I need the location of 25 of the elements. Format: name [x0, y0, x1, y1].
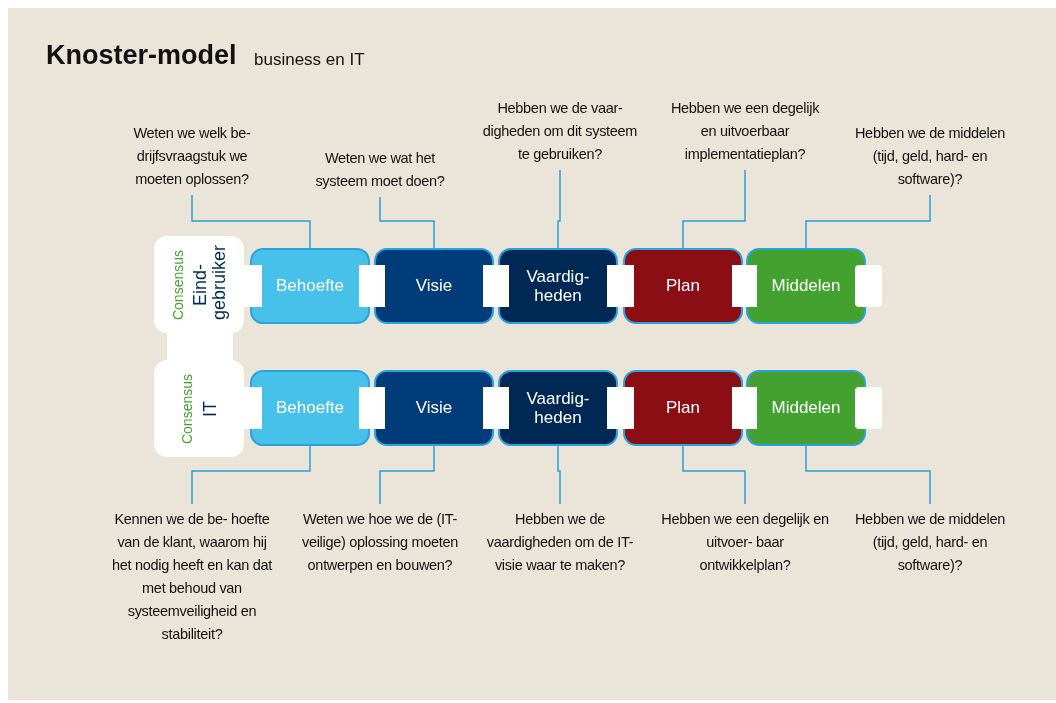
leader-line — [379, 196, 435, 249]
question-text: Weten we welk be- drijfsvraagstuk we moeten oplossen? — [112, 122, 272, 191]
leader-line — [379, 445, 435, 505]
leader-line — [682, 445, 746, 505]
leader-line — [557, 445, 561, 505]
question-text: Hebben we de middelen (tijd, geld, hard- en software)? — [850, 122, 1010, 191]
side-label: Consensus — [169, 249, 185, 320]
question-text: Hebben we een degelijk en uitvoerbaar implementatieplan? — [665, 97, 825, 166]
leader-line — [805, 445, 931, 505]
side-label: Consensus — [179, 373, 194, 444]
question-text: Hebben we de vaar- digheden om dit systeem te gebruiken? — [480, 97, 640, 166]
leader-line — [805, 194, 931, 249]
leader-line — [557, 169, 561, 249]
question-text: Kennen we de be- hoefte van de klant, waarom hij het nodig heeft en kan dat met behoud van systeemveiligheid en stabiliteit? — [107, 508, 277, 646]
panel-heading: IT — [199, 400, 219, 417]
diagram-title: Knoster-model — [46, 40, 237, 71]
question-text: Hebben we de middelen (tijd, geld, hard- en software)? — [850, 508, 1010, 577]
question-text: Weten we wat het systeem moet doen? — [300, 147, 460, 193]
question-text: Hebben we de vaardigheden om de IT-visie waar te maken? — [485, 508, 635, 577]
leader-line — [191, 194, 311, 249]
question-text: Weten we hoe we de (IT-veilige) oplossing moeten ontwerpen en bouwen? — [295, 508, 465, 577]
leader-line — [682, 169, 746, 249]
question-text: Hebben we een degelijk en uitvoer- baar ontwikkelplan? — [660, 508, 830, 577]
leader-line — [191, 445, 311, 505]
subtitle: business en IT — [254, 50, 365, 70]
